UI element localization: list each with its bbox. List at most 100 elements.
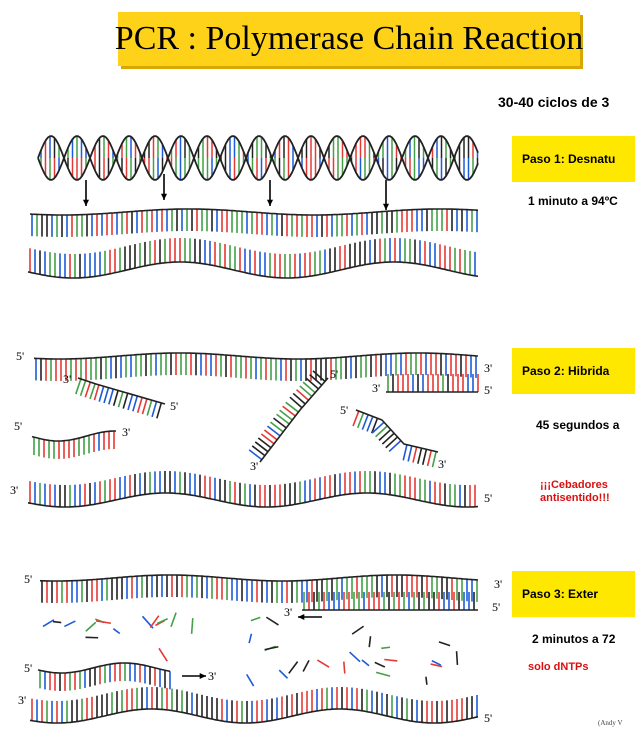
nucleotide: [133, 396, 137, 411]
step3-new-strand-bottom: [38, 663, 170, 691]
nucleotide: [109, 389, 113, 404]
arrow-head: [383, 204, 389, 210]
arrow-head: [267, 200, 273, 206]
nucleotide: [81, 381, 86, 396]
arrow-3: [267, 180, 273, 206]
three-prime-label: 3': [484, 361, 492, 375]
dntp: [303, 660, 309, 671]
nucleotide: [428, 450, 432, 466]
arrow-2: [161, 174, 167, 200]
three-prime-label: 3': [250, 459, 258, 473]
dntp: [64, 621, 75, 626]
dntp: [249, 634, 251, 643]
dntp: [344, 662, 345, 674]
nucleotide: [76, 379, 81, 394]
nucleotide: [142, 399, 146, 414]
step2-primer-left: [76, 378, 165, 418]
step1-bottom-strand: [28, 238, 478, 278]
dntp: [159, 648, 167, 661]
nucleotide: [114, 390, 118, 405]
nucleotide: [152, 402, 156, 417]
arrow-head: [200, 673, 206, 679]
nucleotide: [118, 392, 122, 407]
nucleotide: [85, 382, 90, 397]
nucleotide: [408, 446, 412, 462]
dntp: [43, 620, 54, 627]
arrow-head: [161, 194, 167, 200]
three-prime-label: 3': [494, 577, 502, 591]
five-prime-label: 5': [484, 711, 492, 725]
dntp: [362, 660, 369, 666]
nucleotide: [104, 388, 108, 403]
dntp: [439, 642, 450, 646]
nucleotide: [362, 415, 368, 430]
dntp: [457, 651, 458, 665]
dntp: [247, 674, 254, 686]
nucleotide: [99, 386, 103, 401]
nucleotide: [367, 416, 373, 431]
step1-top-strand: [30, 209, 478, 237]
nucleotide: [358, 413, 364, 428]
strand-backbone: [78, 378, 165, 404]
step3-template-bottom: [30, 687, 478, 723]
strand-backbone: [260, 378, 328, 462]
nucleotide: [128, 395, 132, 410]
nucleotide: [138, 397, 142, 412]
dntp: [251, 617, 260, 620]
arrow-1: [83, 180, 89, 206]
five-prime-label: 5': [330, 367, 338, 381]
three-prime-label: 3': [284, 605, 292, 619]
three-prime-label: 3': [122, 425, 130, 439]
five-prime-label: 5': [14, 419, 22, 433]
nucleotide: [413, 447, 417, 463]
three-prime-label: 3': [208, 669, 216, 683]
dntp: [53, 622, 61, 623]
arrow-4: [383, 180, 389, 210]
dntp: [171, 613, 176, 627]
nucleotide: [423, 449, 427, 465]
dntp: [317, 660, 329, 667]
nucleotide: [432, 452, 436, 468]
dntp: [266, 617, 278, 625]
dntp: [192, 618, 193, 634]
three-prime-label: 3': [10, 483, 18, 497]
step2-template-bottom: [28, 471, 478, 507]
dntp: [150, 616, 158, 628]
five-prime-label: 5': [340, 403, 348, 417]
dntp: [279, 670, 287, 678]
three-prime-label: 3': [18, 693, 26, 707]
dntp: [289, 662, 298, 674]
dntp: [350, 652, 360, 662]
extension-arrow-top: [298, 614, 322, 620]
dntp: [426, 677, 427, 685]
three-prime-label: 3': [372, 381, 380, 395]
three-prime-label: 3': [438, 457, 446, 471]
dntp: [352, 626, 363, 634]
step2-primer-right: [386, 374, 478, 392]
dntp: [369, 636, 370, 647]
step2-loose-strand-a: [249, 371, 328, 462]
strand-backbone: [30, 209, 478, 215]
strand-end-labels: 5'3'3'5'3'5'3'5'5'3'5'3'3'5'5'3'5'3'5'3'…: [10, 349, 502, 725]
five-prime-label: 5': [492, 600, 500, 614]
three-prime-label: 3': [63, 372, 71, 386]
dntp: [157, 619, 167, 624]
extension-arrow-bottom: [182, 673, 206, 679]
arrow-head: [83, 200, 89, 206]
dntp: [86, 622, 96, 631]
nucleotide: [157, 403, 161, 418]
dntp: [376, 672, 390, 676]
dntp: [381, 647, 390, 648]
step3-template-top: [40, 575, 478, 603]
five-prime-label: 5': [484, 491, 492, 505]
double-helix: [38, 136, 478, 180]
dntp: [113, 629, 119, 634]
step2-template-top: [34, 353, 478, 381]
nucleotide: [353, 411, 359, 426]
five-prime-label: 5': [24, 661, 32, 675]
five-prime-label: 5': [24, 572, 32, 586]
dntp: [384, 659, 397, 660]
step2-loose-strand-b: [353, 410, 438, 467]
five-prime-label: 5': [16, 349, 24, 363]
